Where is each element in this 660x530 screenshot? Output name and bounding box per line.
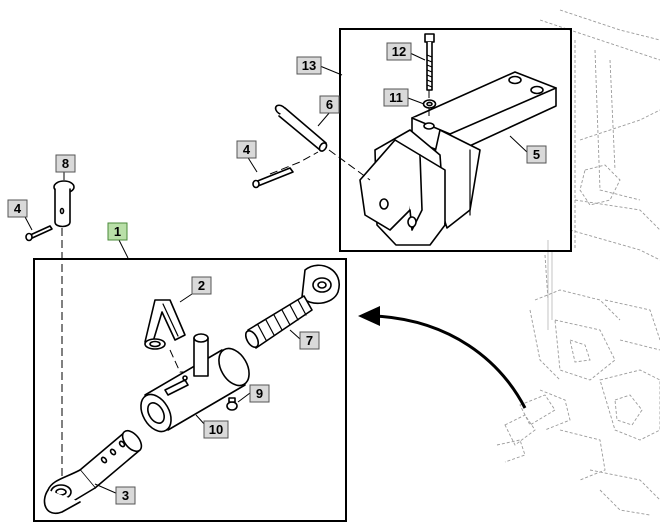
callout-2: 2 [191, 276, 212, 295]
bolt-part-12 [424, 33, 435, 91]
clevis-rod-part-3 [43, 429, 143, 515]
bracket-detail-frame [339, 28, 572, 252]
callout-8: 8 [55, 154, 76, 173]
callout-11: 11 [383, 88, 409, 107]
cotter-pin-part-4-lower [25, 225, 53, 242]
callout-9: 9 [249, 384, 270, 403]
cotter-pin-part-4-upper [252, 167, 294, 189]
callout-5: 5 [526, 145, 547, 164]
tube-part-10 [140, 333, 250, 433]
callout-3: 3 [115, 486, 136, 505]
background-machine-outline [496, 9, 660, 516]
pin-part-6 [274, 104, 328, 152]
callout-10: 10 [203, 420, 229, 439]
grease-nipple-part-9 [226, 397, 238, 411]
callout-4-upper-label: 4 [243, 142, 251, 157]
callout-7-label: 7 [306, 333, 313, 348]
callout-4-lower-label: 4 [14, 201, 22, 216]
main-assembly-frame [33, 258, 347, 522]
callout-4-upper: 4 [236, 140, 257, 159]
callout-6: 6 [319, 95, 340, 114]
callout-12-label: 12 [392, 44, 406, 59]
callout-10-label: 10 [209, 422, 223, 437]
callout-4-lower: 4 [7, 199, 28, 218]
callout-2-label: 2 [198, 278, 205, 293]
washer-part-11 [422, 99, 437, 109]
callout-1: 1 [107, 222, 128, 241]
callout-1-label: 1 [114, 224, 121, 239]
clevis-pin-part-8 [53, 180, 75, 228]
bracket-part-5 [359, 71, 557, 246]
callout-3-label: 3 [122, 488, 129, 503]
callout-12: 12 [386, 42, 412, 61]
clip-part-2 [144, 299, 186, 350]
rod-end-part-7 [244, 264, 340, 349]
callout-6-label: 6 [326, 97, 333, 112]
assembly-lines-upper [269, 90, 430, 181]
callout-11-label: 11 [389, 90, 403, 105]
callout-13: 13 [296, 56, 322, 75]
callout-8-label: 8 [62, 156, 69, 171]
direction-arrow [358, 306, 527, 409]
callout-13-label: 13 [302, 58, 316, 73]
callout-9-label: 9 [256, 386, 263, 401]
callout-7: 7 [299, 331, 320, 350]
callout-5-label: 5 [533, 147, 540, 162]
